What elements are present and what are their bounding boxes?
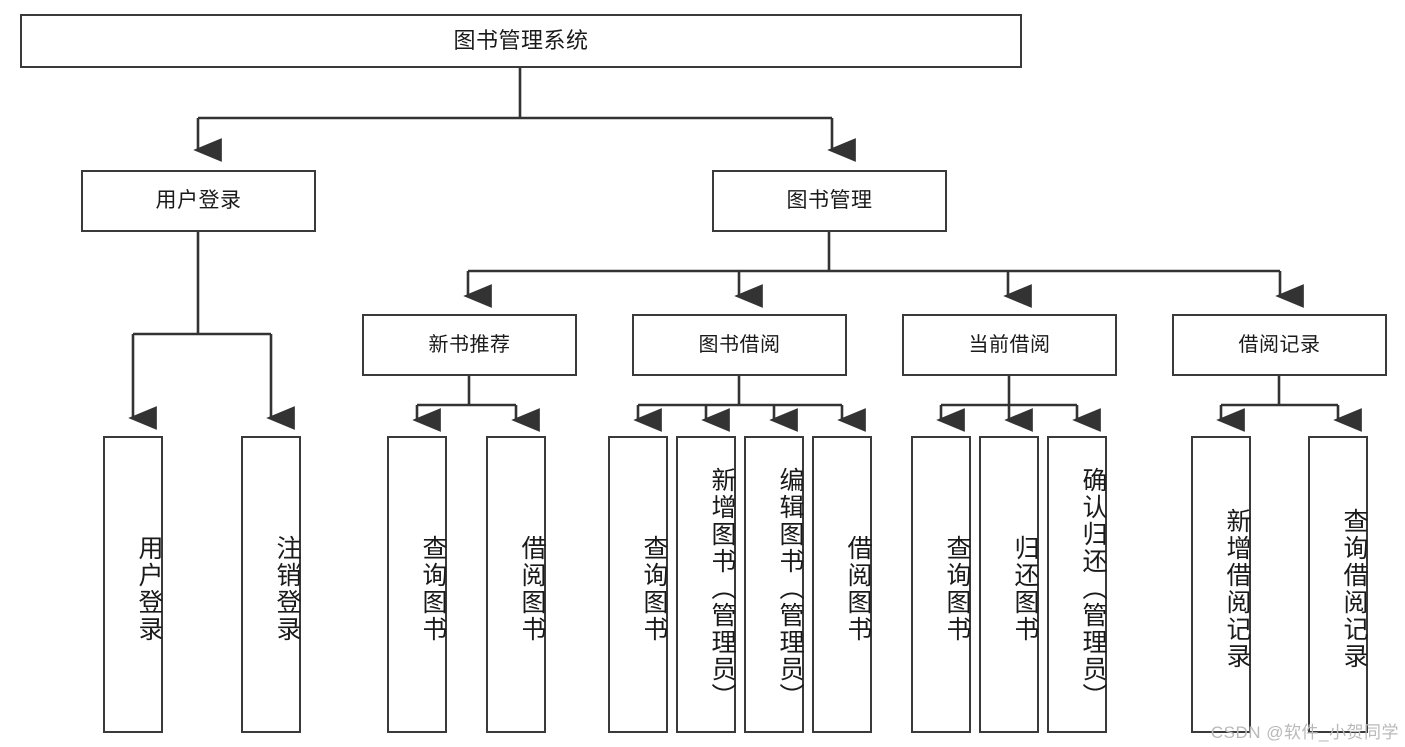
node-label: 借阅图书 [518, 534, 546, 643]
node-label: 当前借阅 [968, 333, 1051, 356]
leaf-query-book-recommend[interactable]: 查询图书 [387, 436, 447, 733]
node-label: 查询借阅记录 [1340, 507, 1368, 670]
csdn-watermark: CSDN @软件_小贺同学 [1210, 723, 1399, 742]
leaf-add-book-admin[interactable]: 新增图书（管理员） [676, 436, 736, 733]
node-label: 查询图书 [640, 534, 668, 643]
leaf-borrow-book-recommend[interactable]: 借阅图书 [486, 436, 546, 733]
leaf-borrow-book[interactable]: 借阅图书 [812, 436, 872, 733]
node-user-login[interactable]: 用户登录 [81, 170, 316, 232]
node-label: 图书借阅 [698, 333, 781, 356]
leaf-add-borrow-record[interactable]: 新增借阅记录 [1191, 436, 1251, 733]
node-label: 新书推荐 [428, 333, 511, 356]
leaf-edit-book-admin[interactable]: 编辑图书（管理员） [744, 436, 804, 733]
node-label: 图书管理系统 [453, 27, 589, 53]
node-current-borrow[interactable]: 当前借阅 [902, 314, 1117, 376]
leaf-query-book[interactable]: 查询图书 [608, 436, 668, 733]
node-label: 归还图书 [1011, 534, 1039, 643]
node-label: 借阅图书 [844, 534, 872, 643]
node-label: 用户登录 [135, 534, 163, 643]
node-label: 新增借阅记录 [1223, 507, 1251, 670]
node-book-borrow[interactable]: 图书借阅 [632, 314, 847, 376]
node-label: 新增图书（管理员） [708, 467, 736, 710]
node-label: 查询图书 [419, 534, 447, 643]
node-root-system[interactable]: 图书管理系统 [20, 14, 1022, 68]
leaf-return-book[interactable]: 归还图书 [979, 436, 1039, 733]
leaf-logout[interactable]: 注销登录 [241, 436, 301, 733]
leaf-confirm-return-admin[interactable]: 确认归还（管理员） [1047, 436, 1107, 733]
node-label: 图书管理 [786, 189, 873, 213]
leaf-user-login[interactable]: 用户登录 [103, 436, 163, 733]
node-label: 注销登录 [273, 534, 301, 643]
node-new-book-recommend[interactable]: 新书推荐 [362, 314, 577, 376]
leaf-query-borrow-record[interactable]: 查询借阅记录 [1308, 436, 1368, 733]
node-label: 用户登录 [155, 189, 242, 213]
leaf-query-book-current[interactable]: 查询图书 [911, 436, 971, 733]
node-label: 确认归还（管理员） [1079, 467, 1107, 710]
node-label: 借阅记录 [1238, 333, 1321, 356]
node-book-management[interactable]: 图书管理 [712, 170, 947, 232]
node-label: 查询图书 [943, 534, 971, 643]
node-label: 编辑图书（管理员） [776, 467, 804, 710]
node-borrow-record[interactable]: 借阅记录 [1172, 314, 1387, 376]
